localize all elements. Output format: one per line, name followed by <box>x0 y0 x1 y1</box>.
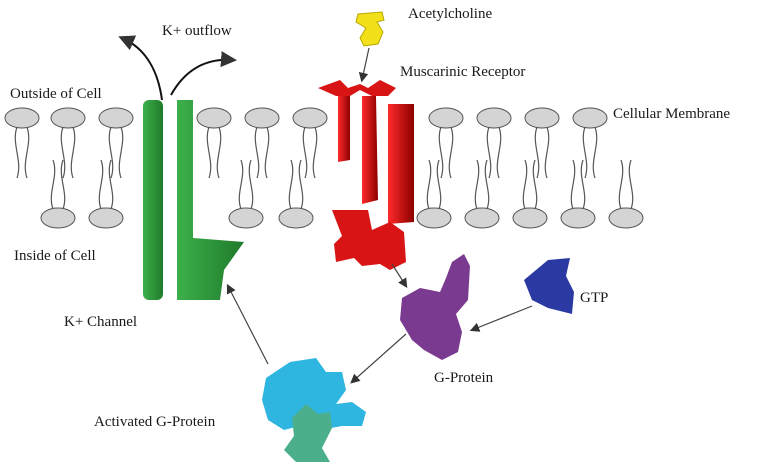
k-outflow-arrows <box>118 35 237 101</box>
g-protein-activation-arrow <box>350 333 407 384</box>
receptor-helix-2 <box>362 96 378 204</box>
k-channel-left-subunit <box>143 100 163 300</box>
k-outflow-arrow-left <box>118 35 163 101</box>
phospholipid-head <box>428 107 464 129</box>
phospholipid-head <box>228 207 264 229</box>
phospholipid-head <box>98 107 134 129</box>
cell-membrane <box>4 107 644 229</box>
phospholipid-head <box>608 207 644 229</box>
lipid-tail <box>486 126 492 179</box>
lipid-tail <box>216 126 222 179</box>
phospholipid-head <box>278 207 314 229</box>
lipid-tail <box>50 159 56 210</box>
receptor-helix-1 <box>338 96 350 162</box>
lipid-tail <box>582 126 588 179</box>
lipid-tail <box>484 159 490 210</box>
g-protein <box>400 254 470 360</box>
inside-of-cell-label: Inside of Cell <box>14 248 96 264</box>
lipid-tail <box>474 159 480 210</box>
phospholipid-head <box>464 207 500 229</box>
lipid-tail <box>98 159 104 210</box>
lipid-tail <box>206 126 212 179</box>
lipid-tail <box>570 159 576 210</box>
phospholipid-head <box>88 207 124 229</box>
phospholipid-head <box>512 207 548 229</box>
lipid-tail <box>312 126 318 179</box>
lipid-tail <box>60 126 66 179</box>
receptor-helix-3 <box>388 104 414 224</box>
phospholipid-head <box>244 107 280 129</box>
k-outflow-arrow-right <box>170 51 237 96</box>
lipid-tail <box>118 126 124 179</box>
lipid-tail <box>628 159 634 210</box>
activated-g-protein-to-channel-arrow <box>226 283 269 365</box>
k-channel-label: K+ Channel <box>64 314 137 330</box>
lipid-tail <box>618 159 624 210</box>
activated-g-protein-subunit <box>284 404 332 462</box>
lipid-tail <box>534 126 540 179</box>
lipid-tail <box>264 126 270 179</box>
cellular-membrane-label: Cellular Membrane <box>613 106 730 122</box>
phospholipid-head <box>4 107 40 129</box>
gtp-label: GTP <box>580 290 608 306</box>
receptor-to-g-protein-arrow <box>391 263 408 289</box>
lipid-tail <box>288 159 294 210</box>
phospholipid-head <box>524 107 560 129</box>
k-channel-right-subunit <box>177 100 244 300</box>
muscarinic-receptor-label: Muscarinic Receptor <box>400 64 525 80</box>
lipid-tail <box>14 126 20 179</box>
acetylcholine-molecule <box>355 11 385 47</box>
activated-g-protein-label: Activated G-Protein <box>94 414 216 430</box>
lipid-tail <box>448 126 454 179</box>
receptor-intracellular-domain <box>332 210 406 270</box>
g-protein-label: G-Protein <box>434 370 494 386</box>
lipid-tail <box>108 159 114 210</box>
phospholipid-head <box>476 107 512 129</box>
lipid-tail <box>426 159 432 210</box>
phospholipid-head <box>416 207 452 229</box>
activated-g-protein-alpha <box>262 358 366 430</box>
phospholipid-head <box>560 207 596 229</box>
lipid-tail <box>238 159 244 210</box>
lipid-tail <box>298 159 304 210</box>
lipid-tail <box>522 159 528 210</box>
lipid-tail <box>24 126 30 179</box>
lipid-tail <box>70 126 76 179</box>
lipid-tail <box>532 159 538 210</box>
lipid-tail <box>436 159 442 210</box>
lipid-tail <box>254 126 260 179</box>
muscarinic-receptor <box>318 80 414 270</box>
lipid-tail <box>302 126 308 179</box>
lipid-tail <box>248 159 254 210</box>
phospholipid-head <box>50 107 86 129</box>
lipid-tail <box>544 126 550 179</box>
phospholipid-head <box>40 207 76 229</box>
lipid-tail <box>108 126 114 179</box>
outside-of-cell-label: Outside of Cell <box>10 86 102 102</box>
gtp-molecule <box>524 258 574 314</box>
k-channel <box>143 100 244 300</box>
acetylcholine-label: Acetylcholine <box>408 6 492 22</box>
acetylcholine-binding-arrow <box>358 47 370 83</box>
receptor-binding-site <box>318 80 396 96</box>
lipid-tail <box>592 126 598 179</box>
lipid-tail <box>496 126 502 179</box>
lipid-tail <box>580 159 586 210</box>
phospholipid-head <box>292 107 328 129</box>
lipid-tail <box>60 159 66 210</box>
activated-g-protein <box>262 358 366 462</box>
phospholipid-head <box>572 107 608 129</box>
phospholipid-head <box>196 107 232 129</box>
lipid-tail <box>438 126 444 179</box>
gtp-to-g-protein-arrow <box>469 305 533 332</box>
k-outflow-label: K+ outflow <box>162 23 232 39</box>
